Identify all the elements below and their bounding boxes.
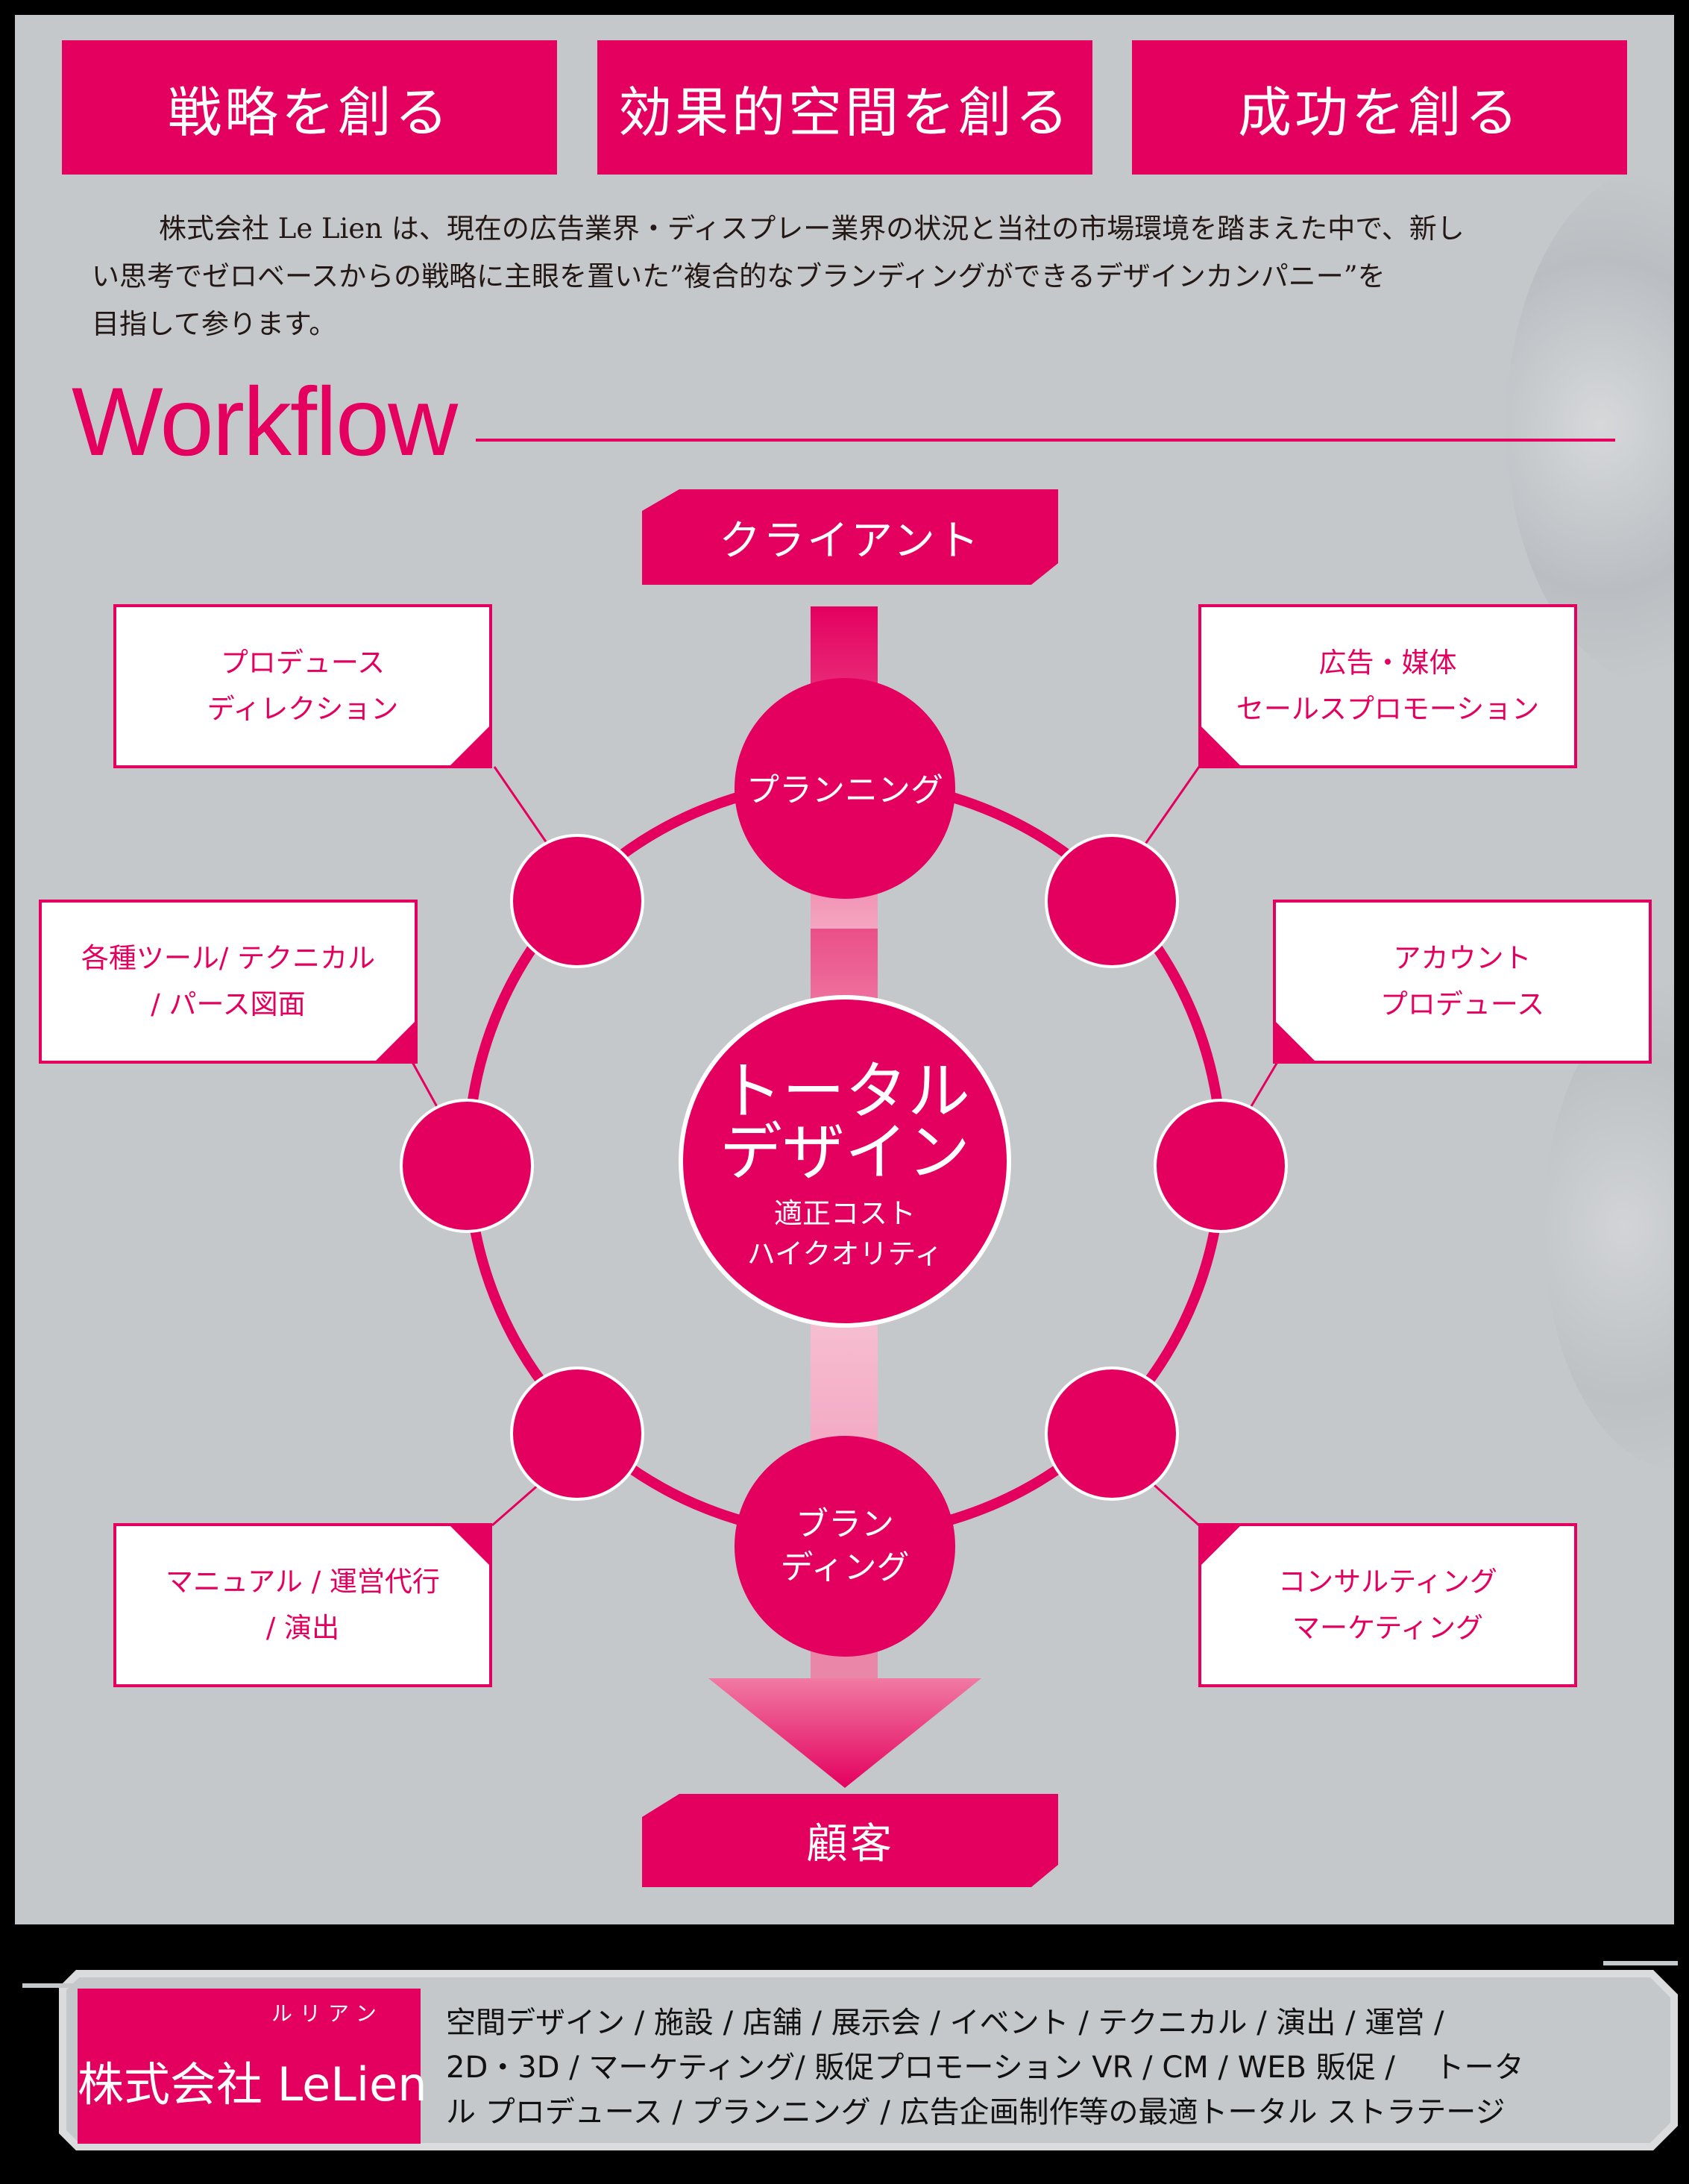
connector-top-left [493, 766, 553, 851]
box-produce-direction: プロデュース ディレクション [113, 604, 492, 768]
node-bottom-right [1045, 1366, 1179, 1501]
box-line: ディレクション [207, 693, 399, 725]
strategy-heading: 戦略を創る [62, 40, 557, 175]
box-line: / パース図面 [151, 988, 306, 1020]
total-design-label: トータル デザイン 適正コスト ハイクオリティ [681, 1059, 1009, 1275]
box-corner-mark [1198, 724, 1243, 768]
intro-line: 株式会社 Le Lien は、現在の広告業界・ディスプレー業界の状況と当社の市場… [159, 213, 1465, 245]
intro-line: い思考でゼロベースからの戦略に主眼を置いた”複合的なブランディングができるデザイ… [92, 260, 1386, 292]
client-tag-shape [642, 489, 1058, 585]
node-top-right [1045, 834, 1179, 968]
box-corner-mark [1198, 1523, 1243, 1568]
node-top-left [510, 834, 644, 968]
customer-tag: 顧客 [806, 1820, 894, 1868]
services-line: 空間デザイン / 施設 / 店舗 / 展示会 / イベント / テクニカル / … [446, 2006, 1444, 2040]
workflow-title-rule [476, 439, 1615, 442]
services-list: 空間デザイン / 施設 / 店舗 / 展示会 / イベント / テクニカル / … [446, 2001, 1564, 2135]
company-ruby: ルリアン [271, 2001, 384, 2026]
total-design-title: トータル [719, 1055, 970, 1128]
box-line: コンサルティング [1278, 1566, 1497, 1598]
node-bottom-left [510, 1366, 644, 1501]
box-account-produce: アカウント プロデュース [1273, 900, 1652, 1064]
node-mid-right [1154, 1099, 1288, 1233]
footer-frame [59, 1970, 1678, 2150]
box-line: プロデュース [1380, 988, 1545, 1020]
customer-tag-shape [642, 1794, 1058, 1887]
client-tag: クライアント [719, 516, 981, 565]
planning-node [735, 678, 955, 899]
branding-label: ブラン ディング [735, 1490, 955, 1602]
total-design-node [679, 995, 1011, 1328]
services-line: ル プロデュース / プランニング / 広告企画制作等の最適トータル ストラテー… [446, 2095, 1506, 2130]
box-line: マニュアル / 運営代行 [166, 1566, 440, 1598]
success-heading: 成功を創る [1132, 40, 1627, 175]
box-line: プロデュース [220, 647, 386, 679]
total-design-sub: ハイクオリティ [746, 1237, 943, 1270]
company-name: 株式会社 LeLien [78, 2057, 427, 2112]
box-corner-mark [447, 1523, 492, 1568]
intro-paragraph: 株式会社 Le Lien は、現在の広告業界・ディスプレー業界の状況と当社の市場… [92, 205, 1572, 348]
connector-top-right [1139, 766, 1201, 851]
company-badge: ルリアン 株式会社 LeLien [78, 1989, 427, 2144]
box-line: 広告・媒体 [1318, 647, 1457, 679]
box-line: 各種ツール/ テクニカル [81, 942, 376, 974]
branding-node [735, 1436, 955, 1657]
box-consulting-marketing: コンサルティング マーケティング [1198, 1523, 1577, 1687]
box-corner-mark [447, 724, 492, 768]
total-design-title: デザイン [719, 1116, 970, 1189]
flow-arrow-head [708, 1678, 981, 1788]
box-corner-mark [1273, 1019, 1318, 1064]
box-tools-technical: 各種ツール/ テクニカル / パース図面 [39, 900, 418, 1064]
box-line: / 演出 [265, 1612, 340, 1644]
box-manual-operation: マニュアル / 運営代行 / 演出 [113, 1523, 492, 1687]
planning-label-text: プランニング [746, 771, 943, 809]
box-line: セールスプロモーション [1236, 693, 1540, 725]
effective-space-heading: 効果的空間を創る [597, 40, 1092, 175]
box-line: アカウント [1393, 942, 1532, 974]
box-line: マーケティング [1292, 1612, 1484, 1644]
workflow-title: Workflow [72, 367, 458, 476]
box-advertising-promotion: 広告・媒体 セールスプロモーション [1198, 604, 1577, 768]
total-design-sub: 適正コスト [773, 1197, 916, 1230]
branding-label-line: ディング [780, 1548, 910, 1587]
intro-line: 目指して参ります。 [92, 308, 337, 340]
services-line: 2D・3D / マーケティング/ 販促プロモーション VR / CM / WEB… [446, 2050, 1524, 2085]
box-corner-mark [373, 1019, 418, 1064]
branding-label-line: ブラン [796, 1505, 894, 1543]
node-mid-left [400, 1099, 534, 1233]
planning-label: プランニング [735, 761, 955, 813]
